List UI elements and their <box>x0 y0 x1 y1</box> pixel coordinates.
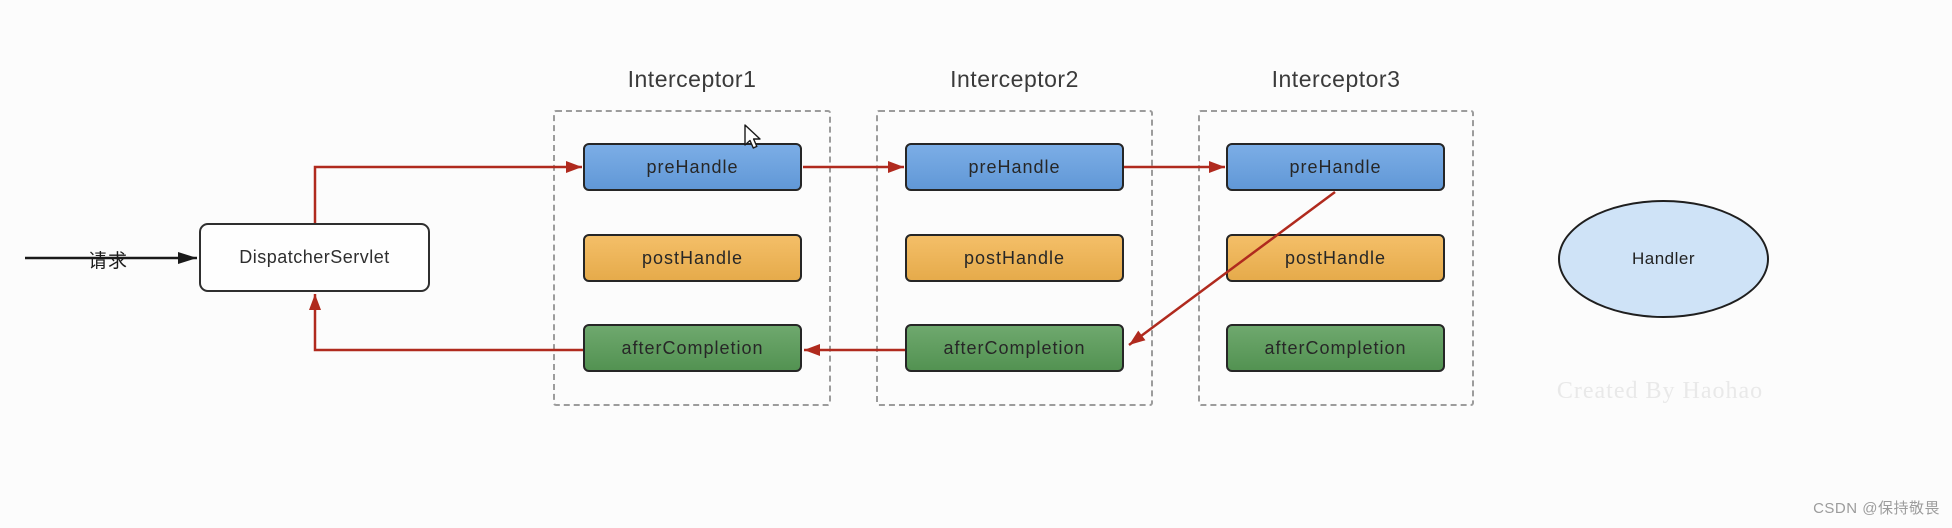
interceptor1-posthandle-box: postHandle <box>583 234 802 282</box>
interceptor1-panel <box>553 110 831 406</box>
interceptor1-prehandle-box: preHandle <box>583 143 802 191</box>
interceptor2-title: Interceptor2 <box>950 66 1079 92</box>
interceptor2-prehandle-box: preHandle <box>905 143 1124 191</box>
interceptor3-aftercompletion-box: afterCompletion <box>1226 324 1445 372</box>
interceptor2-posthandle-box: postHandle <box>905 234 1124 282</box>
watermark-text: Created By Haohao <box>1556 378 1764 404</box>
dispatcher-servlet-box: DispatcherServlet <box>199 223 430 292</box>
interceptor3-title: Interceptor3 <box>1271 66 1401 92</box>
interceptor3-posthandle-box: postHandle <box>1226 234 1445 282</box>
request-label: 请求 <box>87 251 128 272</box>
arrow-dispatcher-to-prehandle1 <box>313 161 582 223</box>
interceptor1-aftercompletion-box: afterCompletion <box>583 324 802 372</box>
csdn-credit-text: CSDN @保持敬畏 <box>1813 500 1940 517</box>
handler-label: Handler <box>1631 249 1696 268</box>
handler-ellipse: Handler <box>1558 200 1769 318</box>
arrow-aftercompletion1-to-dispatcher <box>309 294 583 352</box>
interceptor3-prehandle-box: preHandle <box>1226 143 1445 191</box>
mouse-cursor-icon <box>744 124 761 149</box>
interceptor2-aftercompletion-box: afterCompletion <box>905 324 1124 372</box>
interceptor1-title: Interceptor1 <box>627 66 757 92</box>
dispatcher-servlet-label: DispatcherServlet <box>239 247 390 267</box>
